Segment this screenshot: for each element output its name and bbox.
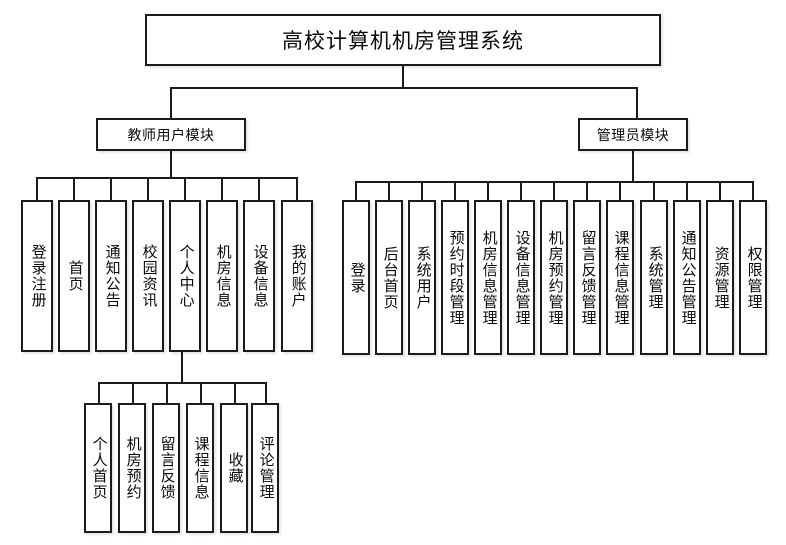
leaf-label: 通知公告管理 [679,229,696,326]
leaf-node-personal-5[interactable]: 评论管理 [251,403,279,533]
drop-admin-11 [719,181,721,200]
leaf-node-personal-2[interactable]: 留言反馈 [152,403,180,533]
leaf-node-admin-2[interactable]: 系统用户 [408,200,436,355]
drop-personal-1 [132,382,134,403]
leaf-label: 系统管理 [646,245,663,310]
leaf-node-admin-6[interactable]: 机房预约管理 [540,200,568,355]
drop-admin-4 [487,181,489,200]
drop-teacher-1 [73,177,75,200]
drop-admin-6 [553,181,555,200]
leaf-label: 设备信息 [251,244,268,308]
leaf-label: 登录注册 [29,244,46,308]
leaf-node-teacher-0[interactable]: 登录注册 [21,200,53,352]
leaf-node-admin-3[interactable]: 预约时段管理 [441,200,469,355]
module-node-teacher[interactable]: 教师用户模块 [96,118,246,151]
connector-personal-stem [181,352,183,382]
leaf-label: 登录 [348,261,365,294]
leaf-node-teacher-7[interactable]: 我的账户 [281,200,313,352]
leaf-label: 留言反馈管理 [579,229,596,326]
leaf-label: 预约时段管理 [447,229,464,326]
module-label-teacher: 教师用户模块 [127,128,215,144]
page-title: 高校计算机机房管理系统 [282,29,524,53]
connector-personal-bus [98,382,266,384]
drop-admin-9 [653,181,655,200]
drop-personal-0 [98,382,100,403]
leaf-label: 机房预约管理 [546,229,563,326]
leaf-node-admin-11[interactable]: 资源管理 [706,200,734,355]
leaf-label: 收藏 [226,452,243,484]
leaf-node-admin-10[interactable]: 通知公告管理 [673,200,701,355]
leaf-node-personal-4[interactable]: 收藏 [220,403,248,533]
leaf-label: 个人首页 [90,436,107,500]
leaf-node-admin-9[interactable]: 系统管理 [640,200,668,355]
leaf-node-teacher-4[interactable]: 个人中心 [169,200,201,352]
leaf-node-teacher-6[interactable]: 设备信息 [243,200,275,352]
drop-admin-2 [421,181,423,200]
drop-personal-4 [234,382,236,403]
leaf-label: 系统用户 [414,245,431,310]
drop-teacher-3 [147,177,149,200]
root-node-system-title: 高校计算机机房管理系统 [145,14,661,66]
leaf-label: 个人中心 [177,244,194,308]
drop-admin-5 [520,181,522,200]
leaf-label: 机房信息 [214,244,231,308]
leaf-label: 设备信息管理 [513,229,530,326]
connector-to-admin [636,87,638,118]
leaf-node-personal-1[interactable]: 机房预约 [118,403,146,533]
connector-teacher-bus [36,177,298,179]
connector-admin-stem [632,151,634,181]
leaf-node-teacher-2[interactable]: 通知公告 [95,200,127,352]
drop-admin-0 [355,181,357,200]
leaf-node-admin-0[interactable]: 登录 [342,200,370,355]
leaf-node-teacher-3[interactable]: 校园资讯 [132,200,164,352]
leaf-node-admin-8[interactable]: 课程信息管理 [606,200,634,355]
leaf-node-teacher-1[interactable]: 首页 [58,200,90,352]
leaf-node-admin-12[interactable]: 权限管理 [739,200,767,355]
module-node-admin[interactable]: 管理员模块 [578,118,688,151]
leaf-label: 评论管理 [257,436,274,500]
drop-admin-7 [586,181,588,200]
connector-module-bus [170,87,638,89]
drop-personal-2 [166,382,168,403]
leaf-label: 校园资讯 [140,244,157,308]
drop-admin-3 [454,181,456,200]
leaf-node-admin-1[interactable]: 后台首页 [375,200,403,355]
leaf-label: 留言反馈 [158,436,175,500]
leaf-node-personal-0[interactable]: 个人首页 [84,403,112,533]
leaf-node-admin-4[interactable]: 机房信息管理 [474,200,502,355]
leaf-label: 课程信息管理 [612,229,629,326]
leaf-label: 课程信息 [192,436,209,500]
drop-personal-3 [200,382,202,403]
connector-to-teacher [170,87,172,118]
leaf-label: 通知公告 [103,244,120,308]
leaf-node-personal-3[interactable]: 课程信息 [186,403,214,533]
drop-teacher-7 [296,177,298,200]
leaf-label: 权限管理 [745,245,762,310]
leaf-node-admin-5[interactable]: 设备信息管理 [507,200,535,355]
drop-admin-12 [752,181,754,200]
drop-personal-5 [265,382,267,403]
drop-teacher-0 [36,177,38,200]
leaf-label: 后台首页 [381,245,398,310]
connector-root-stem [402,66,404,89]
leaf-node-teacher-5[interactable]: 机房信息 [206,200,238,352]
leaf-label: 资源管理 [712,245,729,310]
drop-admin-10 [686,181,688,200]
leaf-label: 机房预约 [124,436,141,500]
leaf-node-admin-7[interactable]: 留言反馈管理 [573,200,601,355]
drop-teacher-5 [221,177,223,200]
drop-teacher-4 [184,177,186,200]
leaf-label: 机房信息管理 [480,229,497,326]
drop-admin-1 [388,181,390,200]
drop-teacher-2 [110,177,112,200]
leaf-label: 首页 [66,260,83,292]
drop-admin-8 [619,181,621,200]
leaf-label: 我的账户 [289,244,306,308]
drop-teacher-6 [258,177,260,200]
module-label-admin: 管理员模块 [596,128,670,144]
connector-teacher-stem [170,151,172,177]
